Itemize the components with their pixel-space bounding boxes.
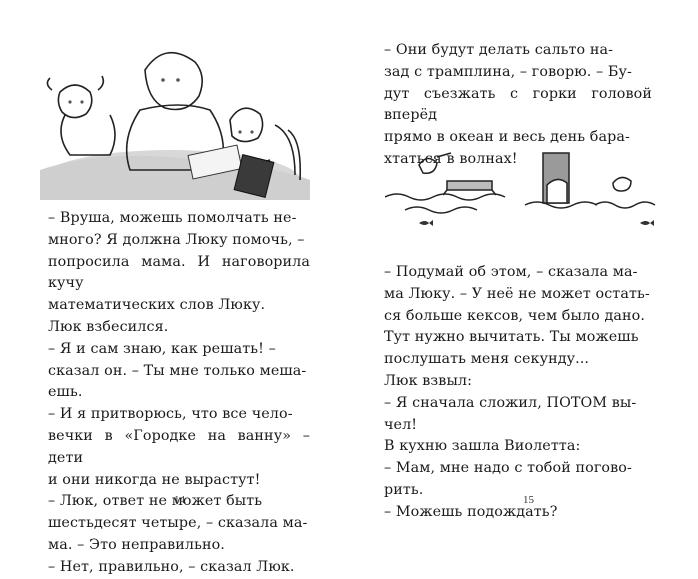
paragraph: – Они будут делать сальто на- зад с трам… (384, 42, 652, 167)
paragraph: – Подумай об этом, – сказала ма- ма Люку… (384, 264, 650, 368)
page-number: 14 (174, 494, 185, 506)
right-page-top-text: – Они будут делать сальто на- зад с трам… (384, 40, 652, 171)
page-number: 15 (523, 494, 534, 506)
paragraph: – Вруша, можешь помолчать не- много? Я д… (48, 210, 310, 314)
right-page: 15 (349, 0, 698, 536)
paragraph: – Мам, мне надо с тобой погово- рить. (384, 460, 632, 498)
paragraph: – Я сначала сложил, ПОТОМ вы- чел! (384, 394, 637, 433)
paragraph: – И я притворюсь, что все чело- вечки в … (48, 406, 310, 488)
right-page-text: – Подумай об этом, – сказала ма- ма Люку… (384, 262, 652, 524)
left-page-text: – Вруша, можешь помолчать не- много? Я д… (48, 208, 310, 579)
paragraph: – Нет, правильно, – сказал Люк. (48, 558, 295, 575)
paragraph: Люк взвыл: (384, 372, 473, 389)
family-at-table-illustration (40, 51, 310, 200)
paragraph: Люк взбесился. (48, 318, 169, 335)
paragraph: – Можешь подождать? (384, 503, 558, 520)
bath-toys-illustration (385, 152, 656, 226)
paragraph: – Я и сам знаю, как решать! – сказал он.… (48, 340, 307, 401)
paragraph: В кухню зашла Виолетта: (384, 438, 581, 455)
left-page: – Вруша, можешь помолчать не- много? Я д… (0, 0, 349, 575)
